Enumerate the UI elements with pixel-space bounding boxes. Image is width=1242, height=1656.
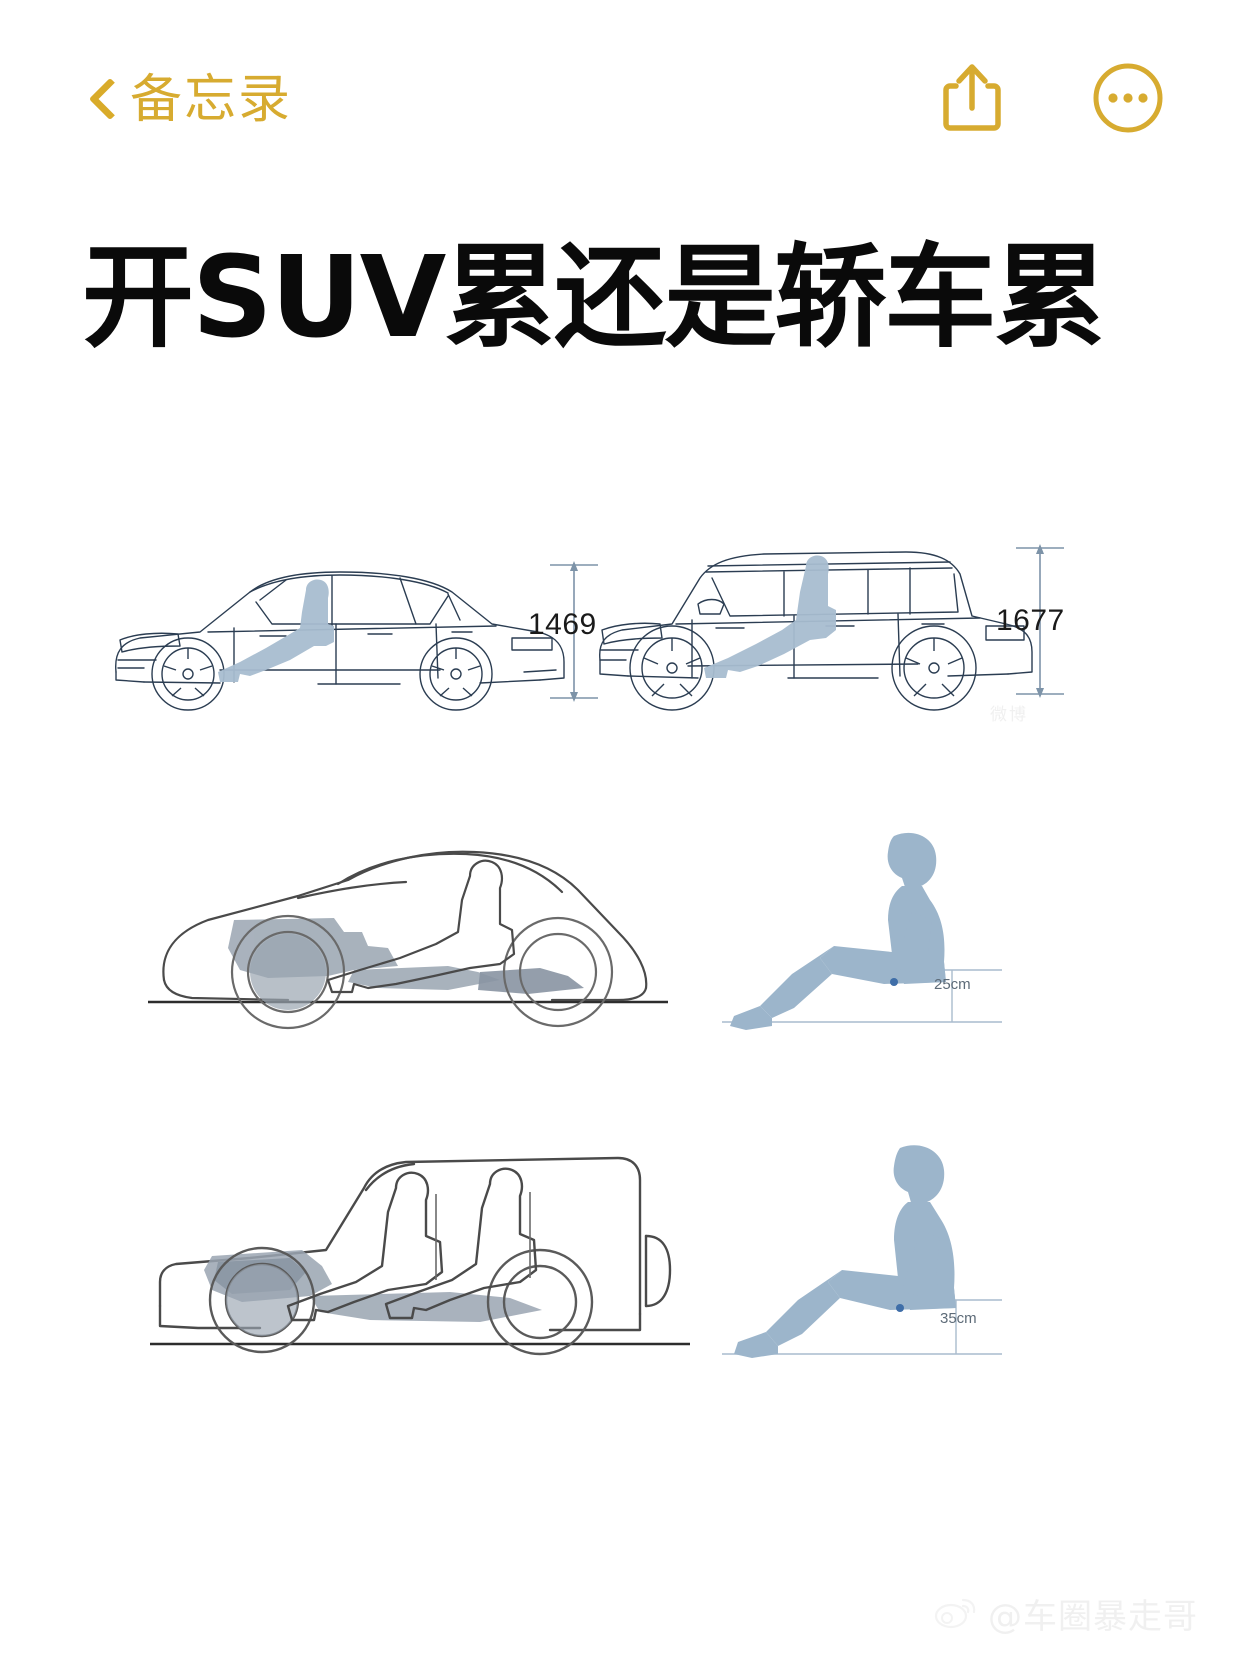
suv-height-diagram: 1677 — [588, 520, 1064, 725]
sports-car-illustration — [148, 850, 668, 1030]
rear-occupant-outline — [384, 1167, 538, 1320]
person-silhouette — [730, 832, 946, 1030]
top-navigation-bar: 备忘录 — [0, 0, 1242, 200]
suv-seat-height-label: 35cm — [940, 1310, 977, 1327]
chevron-left-icon[interactable] — [88, 77, 114, 123]
suv-height-value: 1677 — [996, 604, 1065, 637]
sedan-dimension-arrow — [550, 561, 598, 702]
figure-sports-car-posture: 25cm — [0, 820, 1242, 1060]
weibo-watermark: @车圈暴走哥 — [934, 1589, 1198, 1638]
more-circle-icon[interactable] — [1092, 62, 1164, 139]
suv-cutaway-diagram — [150, 1130, 690, 1385]
hip-point-marker — [890, 978, 898, 986]
sports-car-seat-height-label: 25cm — [934, 976, 971, 993]
sports-car-cutaway-diagram — [148, 820, 668, 1035]
sports-car-posture-diagram: 25cm — [716, 824, 1016, 1039]
suv-dimension-arrow — [1016, 544, 1064, 698]
page-title: 开SUV累还是轿车累 — [82, 233, 1106, 363]
share-upload-icon[interactable] — [940, 62, 1004, 139]
suv-cutaway-illustration — [150, 1156, 690, 1356]
occupant-silhouette — [218, 579, 334, 682]
top-action-group — [940, 62, 1164, 139]
sedan-illustration — [115, 571, 565, 711]
driver-outline — [326, 859, 516, 994]
front-occupant-outline — [286, 1171, 444, 1322]
person-silhouette — [734, 1145, 956, 1358]
sedan-height-value: 1469 — [528, 608, 597, 641]
suv-posture-diagram: 35cm — [716, 1142, 1016, 1377]
back-button-label: 备忘录 — [130, 70, 293, 130]
weibo-handle: @车圈暴走哥 — [988, 1597, 1198, 1637]
suv-illustration — [599, 551, 1033, 711]
occupant-silhouette — [704, 555, 836, 678]
back-button[interactable]: 备忘录 — [88, 74, 292, 126]
seated-person-low — [722, 832, 1002, 1030]
figure-suv-posture: 35cm — [0, 1130, 1242, 1390]
seated-person-high — [722, 1145, 1002, 1358]
figure-vehicle-height-comparison: 1469 — [0, 520, 1242, 750]
weibo-icon — [934, 1593, 978, 1634]
hip-point-marker — [896, 1304, 904, 1312]
sedan-height-diagram: 1469 — [100, 520, 598, 725]
faint-watermark: 微博 — [990, 705, 1028, 724]
